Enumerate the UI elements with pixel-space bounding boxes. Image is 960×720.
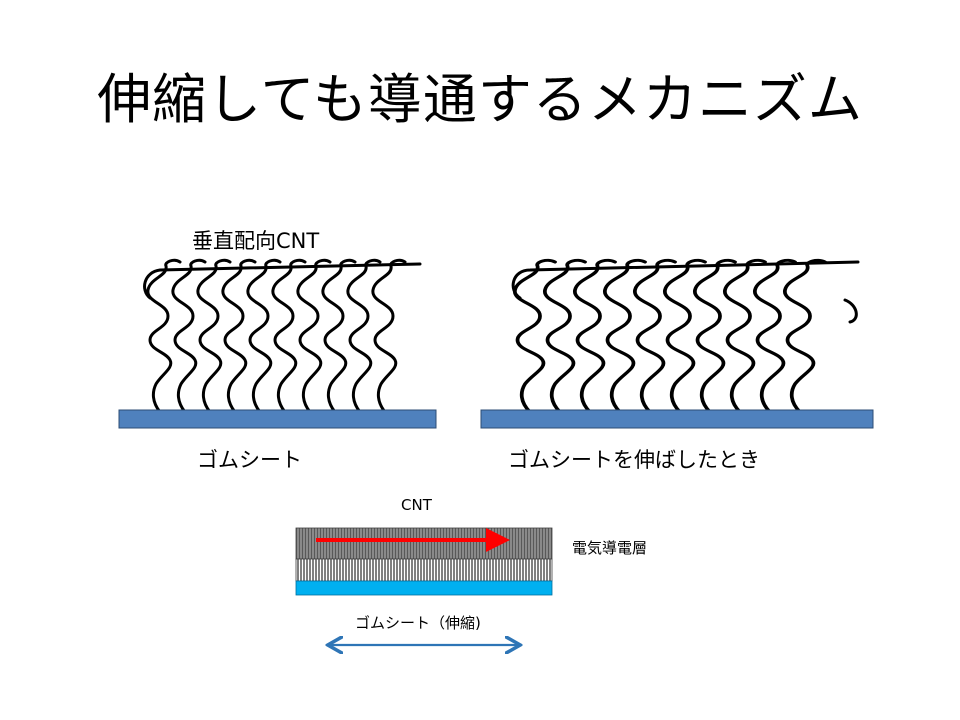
rubber-sheet-label: ゴムシート	[197, 448, 302, 472]
cnt-label: CNT	[401, 496, 432, 514]
slide-title: 伸縮しても導通するメカニズム	[97, 68, 863, 131]
rubber-sheet-stretched-label: ゴムシートを伸ばしたとき	[508, 448, 760, 472]
rubber-layer-block	[295, 580, 553, 596]
rubber-sheet-left	[118, 409, 437, 429]
rubber-sheet-right	[480, 409, 874, 429]
vertically-aligned-cnt-label: 垂直配向CNT	[192, 229, 320, 253]
conductive-layer-block	[295, 527, 553, 560]
cnt-forest-right	[511, 258, 860, 414]
rubber-sheet-stretch-label: ゴムシート（伸縮)	[355, 614, 481, 632]
conductive-layer-label: 電気導電層	[572, 539, 648, 557]
cnt-layer-block	[295, 558, 553, 582]
cnt-forest-left	[143, 258, 422, 414]
